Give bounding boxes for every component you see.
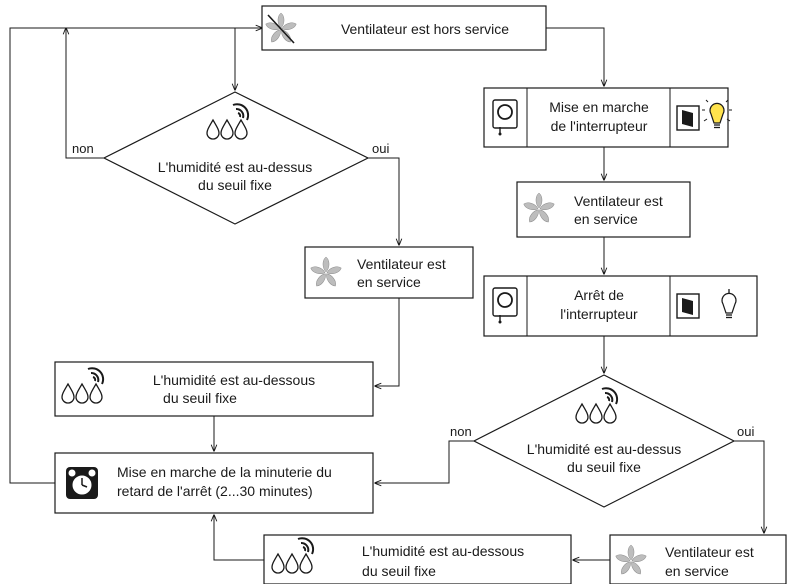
switch-on-line1: Mise en marche <box>549 99 649 115</box>
decision-left-line2: du seuil fixe <box>198 177 272 193</box>
fan-on-bottom-line2: en service <box>665 563 729 579</box>
switch-on-box: Mise en marche de l'interrupteur <box>483 87 732 148</box>
humidity-below-left-line1: L'humidité est au-dessous <box>153 372 315 388</box>
fan-off-box: Ventilateur est hors service <box>261 5 547 51</box>
connectors <box>9 28 764 560</box>
fan-on-bottom-box: Ventilateur est en service <box>609 534 787 584</box>
switch-off-line2: l'interrupteur <box>560 306 638 322</box>
rocker-switch-icon <box>676 105 700 131</box>
switch-off-line1: Arrêt de <box>574 287 624 303</box>
fan-on-middle-line1: Ventilateur est <box>357 256 446 272</box>
decision-left-line1: L'humidité est au-dessus <box>158 159 312 175</box>
fan-on-middle-line2: en service <box>357 274 421 290</box>
fan-on-middle-box: Ventilateur est en service <box>304 246 474 299</box>
decision-right-yes: oui <box>737 424 754 439</box>
decision-left-yes: oui <box>372 141 389 156</box>
timer-line1: Mise en marche de la minuterie du <box>117 464 332 480</box>
decision-left-no: non <box>72 141 94 156</box>
timer-box: Mise en marche de la minuterie du retard… <box>54 452 374 514</box>
lamp-lit-icon <box>702 99 732 129</box>
fan-on-right-line2: en service <box>574 211 638 227</box>
fan-on-bottom-line1: Ventilateur est <box>665 544 754 560</box>
switch-off-box: Arrêt de l'interrupteur <box>483 275 758 337</box>
fan-on-right-box: Ventilateur est en service <box>516 181 691 238</box>
humidity-below-bottom-line1: L'humidité est au-dessous <box>362 543 524 559</box>
humidity-below-bottom-box: L'humidité est au-dessous du seuil fixe <box>263 534 572 584</box>
timer-line2: retard de l'arrêt (2...30 minutes) <box>117 483 313 499</box>
humidity-below-left-box: L'humidité est au-dessous du seuil fixe <box>54 361 374 417</box>
decision-humidity-left: L'humidité est au-dessus du seuil fixe <box>102 91 370 225</box>
switch-on-line2: de l'interrupteur <box>551 118 648 134</box>
decision-right-no: non <box>450 424 472 439</box>
alarm-clock-icon <box>66 467 98 499</box>
humidity-below-bottom-line2: du seuil fixe <box>362 563 436 579</box>
decision-right-line2: du seuil fixe <box>567 459 641 475</box>
rocker-switch-icon <box>676 293 700 319</box>
humidity-below-left-line2: du seuil fixe <box>163 390 237 406</box>
fan-off-label: Ventilateur est hors service <box>341 21 509 37</box>
decision-right-line1: L'humidité est au-dessus <box>527 441 681 457</box>
fan-crossed-icon <box>264 12 298 44</box>
lamp-off-icon <box>721 289 737 319</box>
decision-humidity-right: L'humidité est au-dessus du seuil fixe <box>472 374 736 508</box>
fan-on-right-line1: Ventilateur est <box>574 193 663 209</box>
